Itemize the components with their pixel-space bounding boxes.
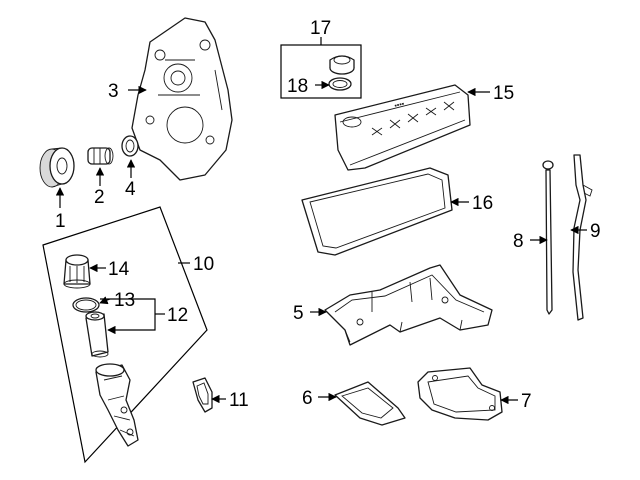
leader-lines — [55, 80, 587, 405]
callout-5: 5 — [293, 303, 304, 324]
callout-8: 8 — [513, 231, 524, 252]
seal-sleeve-part[interactable] — [87, 147, 114, 165]
front-seal-part[interactable] — [121, 135, 139, 157]
filter-cap-part[interactable] — [63, 254, 91, 289]
oil-pan-part[interactable] — [324, 264, 493, 346]
callout-11: 11 — [229, 390, 249, 411]
filter-element-part[interactable] — [85, 311, 109, 358]
housing-gasket-part[interactable] — [192, 377, 213, 413]
leader-13 — [99, 296, 111, 305]
callout-3: 3 — [108, 81, 119, 102]
callout-14: 14 — [108, 259, 130, 280]
callout-7: 7 — [521, 391, 532, 412]
callout-9: 9 — [590, 221, 601, 242]
valve-cover-gasket-part[interactable] — [301, 167, 453, 256]
callout-2: 2 — [94, 187, 105, 208]
filter-housing-box — [42, 206, 208, 464]
filter-housing-part[interactable] — [95, 363, 139, 447]
lower-oil-pan-part[interactable] — [334, 381, 406, 426]
cap-seal-part[interactable] — [328, 55, 355, 91]
timing-cover-part[interactable] — [131, 17, 233, 181]
callout-17: 17 — [310, 18, 331, 39]
seal-kit-box — [280, 37, 362, 99]
callout-16: 16 — [472, 193, 493, 214]
dipstick-part[interactable] — [542, 160, 554, 315]
callout-4: 4 — [125, 179, 136, 200]
crankshaft-pulley-part[interactable] — [39, 147, 75, 188]
callout-12: 12 — [167, 305, 188, 326]
valve-cover-part[interactable]: ▪▪▪▪ — [334, 84, 471, 171]
callout-15: 15 — [493, 83, 514, 104]
callout-1: 1 — [55, 211, 66, 232]
dipstick-tube-part[interactable] — [572, 154, 593, 321]
callouts: 1 2 3 4 5 6 7 8 9 10 11 12 13 14 15 16 1… — [55, 18, 601, 412]
callout-6: 6 — [302, 388, 313, 409]
o-ring-part[interactable] — [72, 297, 100, 313]
callout-18: 18 — [287, 76, 308, 97]
valve-cover-logo: ▪▪▪▪ — [394, 101, 406, 110]
callout-13: 13 — [114, 290, 135, 311]
oil-pan-shield-part[interactable] — [417, 367, 503, 421]
callout-10: 10 — [193, 254, 214, 275]
